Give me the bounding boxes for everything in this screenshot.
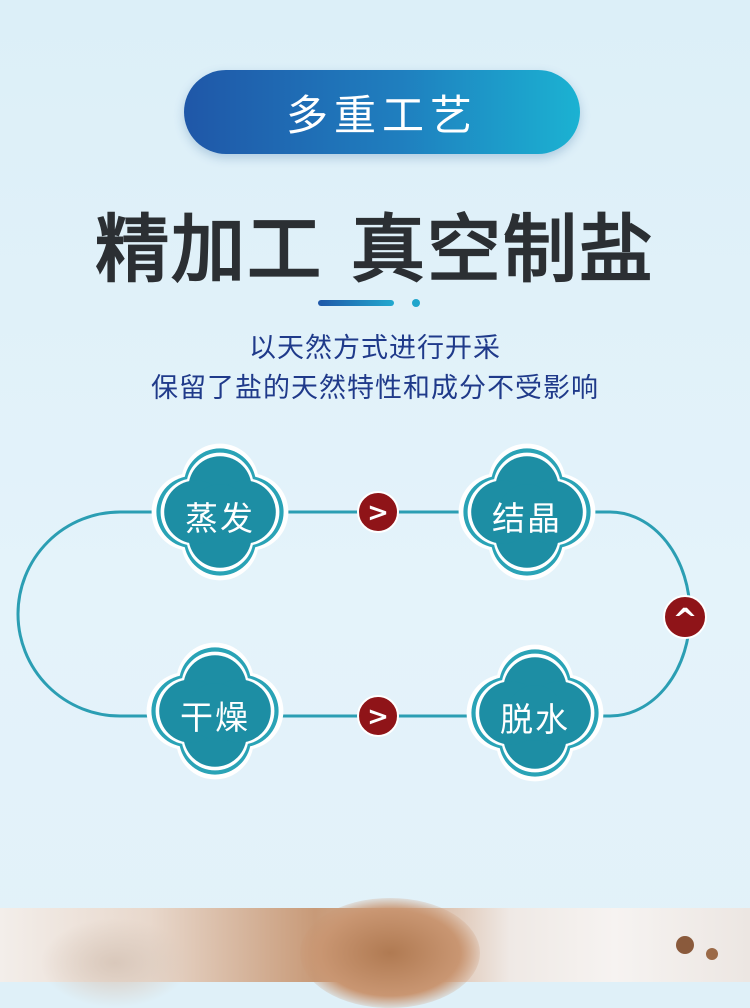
arrow-badge-bottom: > — [357, 695, 399, 737]
arrow-badge-right: ^ — [663, 595, 707, 639]
divider-line — [318, 300, 394, 306]
step-label-crystallize: 结晶 — [492, 499, 562, 538]
arrow-glyph-top: > — [367, 498, 389, 528]
product-photo-strip — [0, 898, 750, 1008]
step-label-dry: 干燥 — [180, 698, 250, 737]
arrow-badge-top: > — [357, 491, 399, 533]
photo-spice-grain-2 — [706, 948, 718, 960]
process-diagram: > ^ > — [16, 443, 707, 782]
arrow-glyph-right: ^ — [672, 603, 697, 638]
photo-blur-left — [40, 918, 190, 1008]
section-badge-label: 多重工艺 — [285, 90, 478, 140]
step-label-evaporate: 蒸发 — [185, 499, 255, 538]
photo-wood-bowl — [300, 898, 480, 1008]
arrow-glyph-bottom: > — [367, 702, 389, 732]
section-badge: 多重工艺 — [184, 70, 580, 154]
headline: 精加工 真空制盐 — [95, 207, 655, 293]
subtitle-line-1: 以天然方式进行开采 — [249, 333, 501, 364]
photo-spice-grain — [676, 936, 694, 954]
divider-dot — [412, 299, 420, 307]
subtitle-line-2: 保留了盐的天然特性和成分不受影响 — [151, 373, 599, 404]
step-label-dehydrate: 脱水 — [500, 700, 570, 739]
